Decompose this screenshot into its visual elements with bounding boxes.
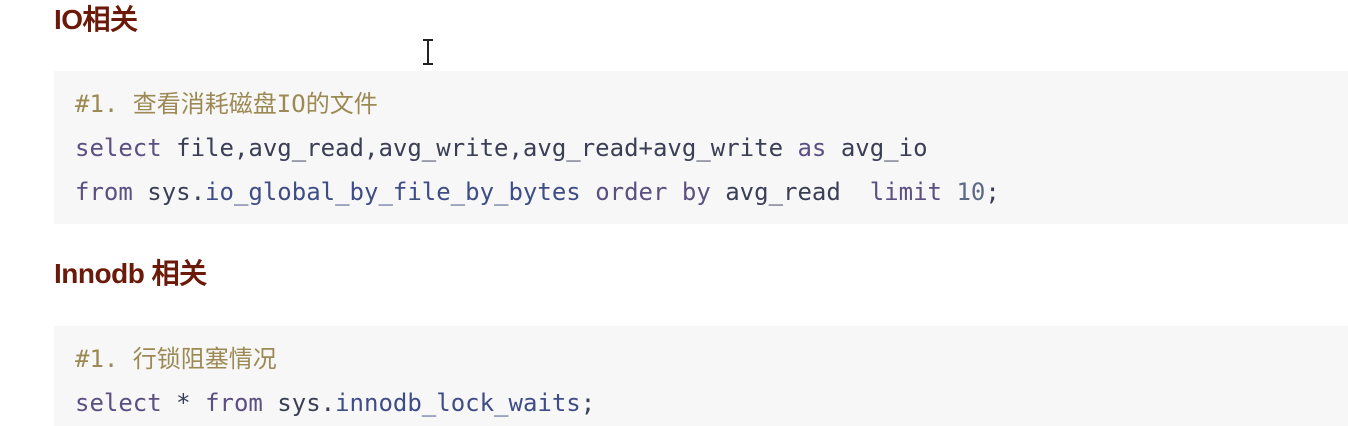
select-columns: file,avg_read,avg_write,avg_read+avg_wri… xyxy=(161,134,798,162)
keyword-limit: limit xyxy=(869,178,942,206)
keyword-select: select xyxy=(75,134,162,162)
code-block-innodb: #1. 行锁阻塞情况 select * from sys.innodb_lock_… xyxy=(54,326,1348,426)
schema-name: sys. xyxy=(262,389,336,417)
column-alias: avg_io xyxy=(826,134,928,162)
code-comment: #1. 行锁阻塞情况 xyxy=(75,345,277,373)
space xyxy=(942,178,956,206)
keyword-as: as xyxy=(797,134,827,162)
table-name: io_global_by_file_by_bytes xyxy=(205,178,581,206)
limit-number: 10 xyxy=(956,178,986,206)
text-cursor-icon xyxy=(423,39,433,65)
code-block-io: #1. 查看消耗磁盘IO的文件 select file,avg_read,avg_… xyxy=(54,71,1348,224)
code-line-from: from sys.io_global_by_file_by_bytes orde… xyxy=(75,170,1348,214)
order-column: avg_read xyxy=(710,178,870,206)
code-line-select: select file,avg_read,avg_write,avg_read+… xyxy=(75,126,1348,170)
table-name: innodb_lock_waits xyxy=(335,389,581,417)
keyword-order-by: order by xyxy=(595,178,711,206)
code-line-comment: #1. 行锁阻塞情况 xyxy=(75,337,1348,381)
space xyxy=(581,178,595,206)
select-star: * xyxy=(161,389,206,417)
keyword-from: from xyxy=(75,178,133,206)
statement-end: ; xyxy=(580,389,596,417)
code-line-select: select * from sys.innodb_lock_waits; xyxy=(75,381,1348,425)
section-heading-innodb: Innodb 相关 xyxy=(54,258,207,289)
keyword-from: from xyxy=(205,389,263,417)
code-comment: #1. 查看消耗磁盘IO的文件 xyxy=(75,90,378,118)
section-heading-io: IO相关 xyxy=(54,4,138,35)
keyword-select: select xyxy=(75,389,162,417)
statement-end: ; xyxy=(985,178,1000,206)
code-line-comment: #1. 查看消耗磁盘IO的文件 xyxy=(75,82,1348,126)
schema-name: sys. xyxy=(132,178,206,206)
